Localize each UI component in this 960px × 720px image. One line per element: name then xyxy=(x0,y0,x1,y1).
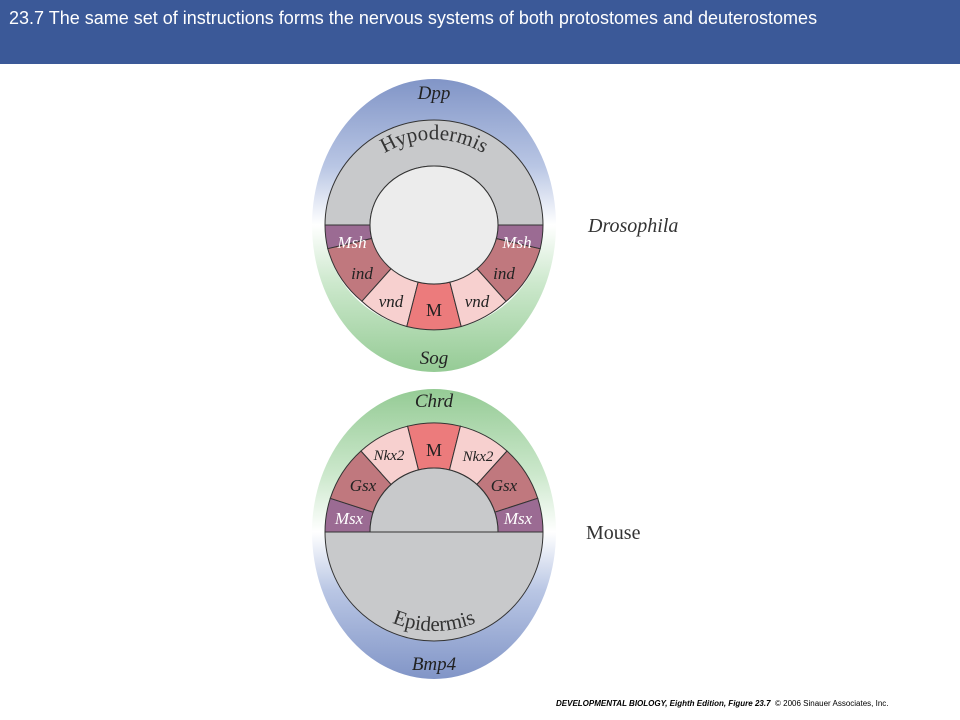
drosophila-diagram: Dpp Hypodermis Msh ind vnd M vnd ind Msh… xyxy=(312,79,678,372)
vnd-right-label: vnd xyxy=(465,292,490,311)
dpp-label: Dpp xyxy=(417,83,451,104)
ind-left-label: ind xyxy=(351,264,373,283)
drosophila-ventral-segments xyxy=(324,224,544,331)
slide-title: 23.7 The same set of instructions forms … xyxy=(9,8,818,28)
sog-label: Sog xyxy=(420,348,449,369)
mouse-diagram: Chrd M Nkx2 Nkx2 Gsx Gsx Msx Msx Epiderm… xyxy=(312,389,641,679)
vnd-left-label: vnd xyxy=(379,292,404,311)
ind-right-label: ind xyxy=(493,264,515,283)
drosophila-lumen xyxy=(369,165,499,285)
book-citation: DEVELOPMENTAL BIOLOGY, Eighth Edition, F… xyxy=(556,699,771,708)
msh-right-label: Msh xyxy=(501,233,531,252)
gsx-right-label: Gsx xyxy=(491,476,518,495)
sog-gradient-band xyxy=(312,225,556,372)
midline-label: M xyxy=(426,440,442,460)
chrd-label: Chrd xyxy=(415,391,454,412)
drosophila-species-label: Drosophila xyxy=(587,215,678,237)
copyright-notice: © 2006 Sinauer Associates, Inc. xyxy=(775,699,889,708)
gsx-left-label: Gsx xyxy=(350,476,377,495)
mouse-species-label: Mouse xyxy=(586,522,641,544)
dpp-gradient-band xyxy=(312,79,556,225)
title-bar: 23.7 The same set of instructions forms … xyxy=(0,0,960,64)
figure-credit: DEVELOPMENTAL BIOLOGY, Eighth Edition, F… xyxy=(556,699,889,708)
nkx2-right-label: Nkx2 xyxy=(462,449,494,465)
bmp4-label: Bmp4 xyxy=(412,654,457,675)
msx-left-label: Msx xyxy=(334,509,364,528)
chrd-gradient-band xyxy=(312,389,556,532)
epidermis-region xyxy=(324,531,544,642)
msx-right-label: Msx xyxy=(503,509,533,528)
bmp4-gradient-band xyxy=(312,532,556,679)
nkx2-left-label: Nkx2 xyxy=(373,448,405,464)
msh-left-label: Msh xyxy=(336,233,366,252)
midline-label: M xyxy=(426,300,442,320)
mouse-inner-region xyxy=(369,467,499,533)
